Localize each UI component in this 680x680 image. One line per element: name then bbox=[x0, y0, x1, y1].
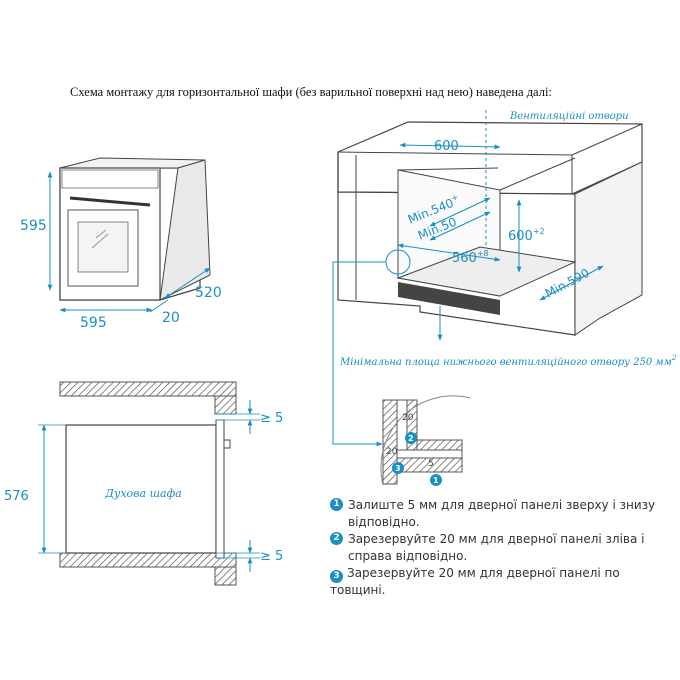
detail-side-20: 20 bbox=[386, 447, 398, 457]
min-540-sup: + bbox=[450, 192, 460, 203]
detail-badge-3: 3 bbox=[395, 464, 401, 473]
detail-badge-1: 1 bbox=[433, 476, 439, 485]
note-text: Зарезервуйте 20 мм для дверної панелі по… bbox=[330, 566, 620, 597]
bottom-vent-note: Мінімальна площа нижнього вентиляційного… bbox=[339, 354, 677, 368]
note-number: 1 bbox=[330, 498, 343, 511]
niche-560-text: 560 bbox=[452, 251, 477, 266]
note-number: 2 bbox=[330, 532, 343, 545]
side-height-label: 576 bbox=[4, 489, 29, 504]
bottom-vent-text: Мінімальна площа нижнього вентиляційного… bbox=[339, 357, 672, 368]
height-600-sup: +2 bbox=[533, 227, 545, 236]
oven-perspective bbox=[47, 157, 211, 313]
note-text: Залиште 5 мм для дверної панелі зверху і… bbox=[348, 498, 656, 529]
niche-560-sup: +8 bbox=[477, 249, 489, 258]
oven-height-label: 595 bbox=[20, 218, 47, 234]
gap-top-label: ≥ 5 bbox=[260, 411, 283, 426]
oven-depth-label: 520 bbox=[195, 285, 222, 301]
bottom-vent-sup: 2 bbox=[671, 354, 677, 362]
vent-openings-label: Вентиляційні отвори bbox=[509, 111, 629, 122]
oven-door-label: 20 bbox=[162, 310, 180, 326]
oven-width-label: 595 bbox=[80, 315, 107, 331]
note-text: Зарезервуйте 20 мм для дверної панелі зл… bbox=[348, 532, 645, 563]
height-600-text: 600 bbox=[508, 229, 533, 244]
detail-view bbox=[380, 395, 471, 486]
detail-badge-2: 2 bbox=[408, 434, 414, 443]
niche-560-label: 560+8 bbox=[452, 249, 489, 266]
detail-top-20: 20 bbox=[402, 413, 414, 423]
side-oven-label: Духова шафа bbox=[104, 487, 182, 500]
page-caption: Схема монтажу для горизонтальної шафи (б… bbox=[70, 85, 552, 99]
note-item: 2 Зарезервуйте 20 мм для дверної панелі … bbox=[330, 531, 670, 565]
mounting-notes: 1 Залиште 5 мм для дверної панелі зверху… bbox=[330, 497, 670, 599]
note-item: 1 Залиште 5 мм для дверної панелі зверху… bbox=[330, 497, 670, 531]
detail-bottom-5: 5 bbox=[428, 459, 434, 469]
cabinet-perspective bbox=[332, 110, 643, 447]
gap-bottom-label: ≥ 5 bbox=[260, 549, 283, 564]
width-600-label: 600 bbox=[434, 139, 459, 154]
height-600-label: 600+2 bbox=[508, 227, 545, 244]
side-view bbox=[38, 381, 260, 586]
note-number: 3 bbox=[330, 570, 343, 583]
